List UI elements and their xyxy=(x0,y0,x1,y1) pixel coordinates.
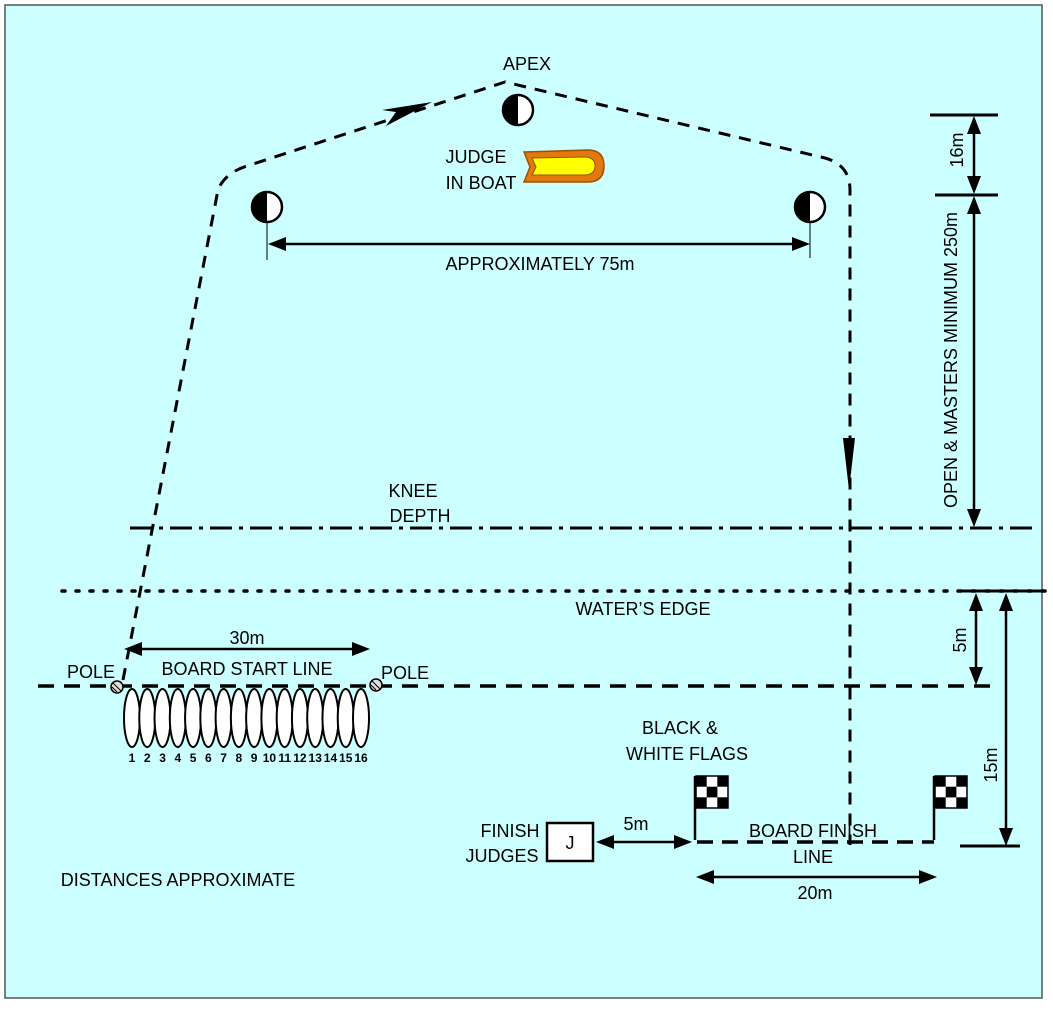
board-number: 7 xyxy=(220,751,227,765)
direction-arrow-right xyxy=(843,438,855,490)
dim-30m-label: 30m xyxy=(229,628,264,648)
start-board xyxy=(229,688,248,748)
approx-75m-dimension xyxy=(266,222,811,260)
flag-left-icon xyxy=(693,775,729,840)
board-number: 16 xyxy=(354,751,368,765)
board-number: 9 xyxy=(251,751,258,765)
start-board xyxy=(306,688,325,748)
judge-boat-label-1: JUDGE xyxy=(445,147,506,167)
water-area xyxy=(4,4,1043,999)
dim-15m xyxy=(960,593,1020,848)
dim-16m xyxy=(930,113,998,197)
finish-judges-label-2: JUDGES xyxy=(465,846,538,866)
knee-depth-label-1: KNEE xyxy=(388,481,437,501)
finish-judges-box xyxy=(545,821,595,863)
pole-left-label: POLE xyxy=(67,662,115,682)
board-number: 14 xyxy=(324,751,338,765)
start-board xyxy=(260,688,279,748)
start-board xyxy=(123,688,141,748)
board-number: 2 xyxy=(144,751,151,765)
judge-box-letter: J xyxy=(566,833,575,853)
judge-boat-label-2: IN BOAT xyxy=(446,173,517,193)
board-number: 10 xyxy=(263,751,277,765)
direction-arrow-upper xyxy=(382,102,432,126)
course-path xyxy=(121,80,852,845)
waters-edge-label: WATER’S EDGE xyxy=(575,599,710,619)
board-number: 4 xyxy=(174,751,181,765)
dim-250m xyxy=(967,196,981,527)
dim-5m-side-label: 5m xyxy=(950,627,970,652)
dim-5m-side xyxy=(960,589,1045,685)
start-board xyxy=(214,688,233,748)
apex-buoy xyxy=(501,93,535,127)
board-number: 13 xyxy=(309,751,323,765)
knee-depth-label-2: DEPTH xyxy=(389,506,450,526)
approx-75m-label: APPROXIMATELY 75m xyxy=(445,254,634,274)
distances-note: DISTANCES APPROXIMATE xyxy=(61,870,295,890)
start-board xyxy=(184,688,203,748)
board-finish-label-1: BOARD FINISH xyxy=(749,821,877,841)
start-board xyxy=(153,688,172,748)
start-board xyxy=(245,688,264,748)
left-buoy xyxy=(250,190,284,224)
pole-left-icon xyxy=(110,680,124,694)
dim-20m-label: 20m xyxy=(797,883,832,903)
apex-label: APEX xyxy=(503,54,551,74)
start-board xyxy=(199,688,218,748)
board-number: 15 xyxy=(339,751,353,765)
dim-5m-label: 5m xyxy=(623,814,648,834)
board-start-line-label: BOARD START LINE xyxy=(161,659,332,679)
flag-right-icon xyxy=(932,775,968,840)
board-number: 3 xyxy=(159,751,166,765)
pole-right-label: POLE xyxy=(381,663,429,683)
judge-boat-icon xyxy=(522,149,605,183)
board-number: 12 xyxy=(293,751,307,765)
start-board xyxy=(275,688,294,748)
board-number: 6 xyxy=(205,751,212,765)
dim-5m xyxy=(596,835,692,849)
dim-20m xyxy=(696,870,937,884)
board-number: 11 xyxy=(278,751,291,765)
board-number: 1 xyxy=(129,751,136,765)
right-buoy xyxy=(793,190,827,224)
start-board xyxy=(138,688,157,748)
start-board xyxy=(352,688,370,748)
finish-judges-label-1: FINISH xyxy=(480,821,539,841)
start-board xyxy=(336,688,355,748)
flags-label-2: WHITE FLAGS xyxy=(626,744,748,764)
board-number: 5 xyxy=(190,751,197,765)
dim-15m-label: 15m xyxy=(981,747,1001,782)
board-finish-label-2: LINE xyxy=(793,847,833,867)
start-board xyxy=(290,688,309,748)
start-boards xyxy=(123,688,370,748)
open-masters-label: OPEN & MASTERS MINIMUM 250m xyxy=(941,212,961,508)
dim-16m-label: 16m xyxy=(947,132,967,167)
start-board xyxy=(168,688,187,748)
pole-right-icon xyxy=(369,678,383,692)
flags-label-1: BLACK & xyxy=(642,718,718,738)
dim-30m xyxy=(124,642,370,656)
start-board xyxy=(321,688,340,748)
board-number: 8 xyxy=(236,751,243,765)
